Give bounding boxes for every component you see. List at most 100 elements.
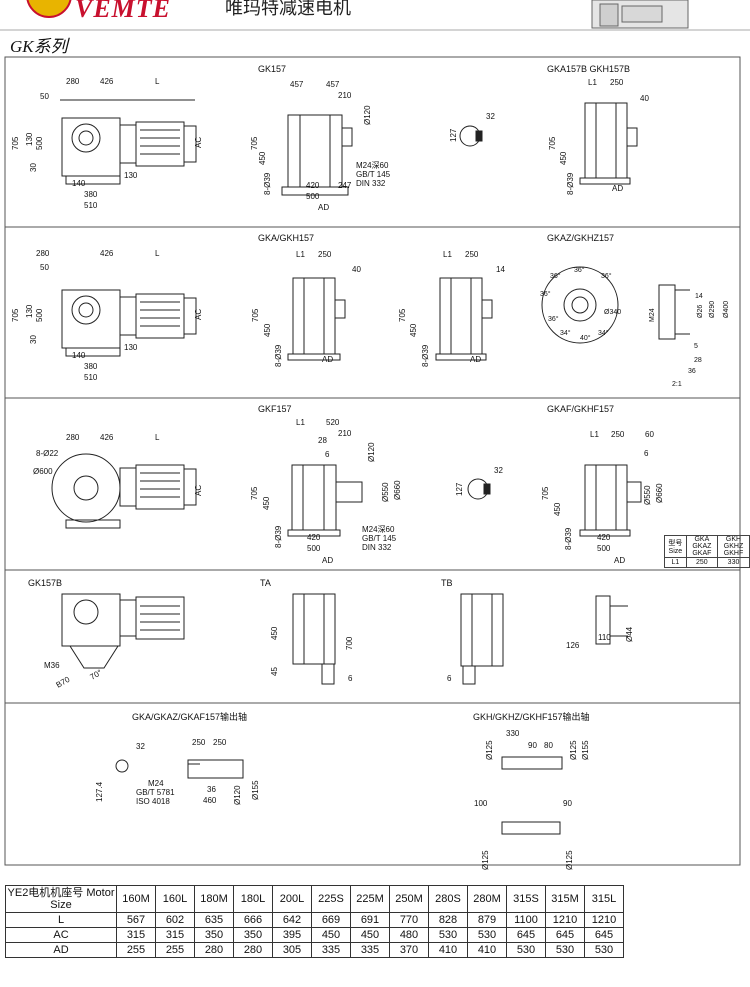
svg-text:426: 426: [100, 249, 114, 258]
table-cell: 530: [584, 942, 624, 958]
svg-text:280: 280: [36, 249, 50, 258]
table-cell: 335: [350, 942, 390, 958]
svg-text:8-Ø39: 8-Ø39: [421, 344, 430, 367]
svg-text:705: 705: [548, 136, 557, 150]
svg-text:210: 210: [338, 429, 352, 438]
svg-text:450: 450: [258, 151, 267, 165]
svg-text:AD: AD: [612, 184, 623, 193]
svg-text:Ø125: Ø125: [481, 850, 490, 870]
svg-text:510: 510: [84, 373, 98, 382]
svg-text:Ø550: Ø550: [381, 482, 390, 502]
svg-text:AD: AD: [614, 556, 625, 565]
svg-text:60: 60: [645, 430, 654, 439]
table-cell: 666: [233, 912, 273, 928]
tb-dim: 6: [447, 674, 452, 683]
svg-text:450: 450: [559, 151, 568, 165]
table-cell: 305: [272, 942, 312, 958]
gkaf157-front-view: [579, 464, 642, 537]
svg-text:L1: L1: [296, 418, 305, 427]
svg-text:6: 6: [644, 449, 649, 458]
svg-text:140: 140: [72, 351, 86, 360]
svg-text:M24: M24: [148, 779, 164, 788]
svg-text:705: 705: [11, 308, 20, 322]
table-cell: 602: [155, 912, 195, 928]
table-cell: 1100: [506, 912, 546, 928]
svg-text:DIN 332: DIN 332: [356, 179, 386, 188]
table-cell: 530: [545, 942, 585, 958]
svg-text:127: 127: [449, 128, 458, 142]
svg-text:705: 705: [250, 136, 259, 150]
svg-text:40: 40: [640, 94, 649, 103]
gka157b-front-view: [579, 102, 638, 185]
svg-text:AD: AD: [318, 203, 329, 212]
table-cell: GKA GKAZ GKAF: [685, 535, 719, 558]
svg-text:280: 280: [66, 77, 80, 86]
gka157-front-view: [287, 277, 346, 361]
svg-text:Ø155: Ø155: [581, 740, 590, 760]
svg-text:Ø550: Ø550: [643, 485, 652, 505]
svg-text:127: 127: [455, 482, 464, 496]
svg-text:100: 100: [474, 799, 488, 808]
svg-text:705: 705: [398, 308, 407, 322]
svg-text:B70: B70: [55, 675, 72, 690]
svg-text:AC: AC: [194, 309, 203, 320]
svg-text:500: 500: [307, 544, 321, 553]
table-row: 型号 Size GKA GKAZ GKAF GKH GKHZ GKHF: [664, 535, 750, 558]
table-cell: 395: [272, 927, 312, 943]
table-cell: 280: [233, 942, 273, 958]
svg-text:40°: 40°: [580, 334, 591, 342]
svg-text:GB/T 145: GB/T 145: [362, 534, 397, 543]
table-cell: 828: [428, 912, 468, 928]
svg-text:70°: 70°: [89, 668, 104, 682]
svg-text:8-Ø39: 8-Ø39: [566, 172, 575, 195]
svg-text:36: 36: [207, 785, 216, 794]
svg-text:14: 14: [695, 293, 703, 300]
table-cell: 255: [116, 942, 156, 958]
svg-text:45: 45: [270, 667, 279, 676]
svg-text:500: 500: [306, 192, 320, 201]
svg-text:GB/T 5781: GB/T 5781: [136, 788, 175, 797]
svg-text:705: 705: [11, 136, 20, 150]
svg-text:Ø600: Ø600: [33, 467, 53, 476]
svg-text:130: 130: [124, 343, 138, 352]
svg-text:28: 28: [318, 436, 327, 445]
svg-text:8-Ø39: 8-Ø39: [564, 527, 573, 550]
shaft-l1-table: 型号 Size GKA GKAZ GKAF GKH GKHZ GKHF L1 2…: [664, 535, 750, 568]
svg-text:Ø400: Ø400: [723, 301, 730, 318]
svg-text:M36: M36: [44, 661, 60, 670]
ta-view: [292, 593, 336, 685]
svg-text:36°: 36°: [540, 290, 551, 298]
svg-text:AC: AC: [194, 137, 203, 148]
svg-text:250: 250: [192, 738, 206, 747]
svg-text:380: 380: [84, 362, 98, 371]
svg-text:250: 250: [213, 738, 227, 747]
svg-text:Ø660: Ø660: [393, 480, 402, 500]
svg-text:28: 28: [694, 357, 702, 364]
svg-text:457: 457: [326, 80, 340, 89]
svg-text:420: 420: [307, 533, 321, 542]
motor-size-header: YE2电机机座号 Motor Size: [5, 885, 117, 913]
section-title-gka157b: GKA157B GKH157B: [547, 64, 630, 74]
section-title-gkaz157: GKAZ/GKHZ157: [547, 233, 614, 243]
svg-text:36: 36: [688, 368, 696, 375]
svg-text:GB/T 145: GB/T 145: [356, 170, 391, 179]
gkf157-front-view: [287, 464, 363, 537]
table-cell: 450: [350, 927, 390, 943]
table-cell: 642: [272, 912, 312, 928]
table-cell: 410: [428, 942, 468, 958]
svg-text:520: 520: [326, 418, 340, 427]
svg-text:705: 705: [250, 486, 259, 500]
svg-text:DIN 332: DIN 332: [362, 543, 392, 552]
section-title-gkaf157: GKAF/GKHF157: [547, 404, 614, 414]
table-cell: 691: [350, 912, 390, 928]
